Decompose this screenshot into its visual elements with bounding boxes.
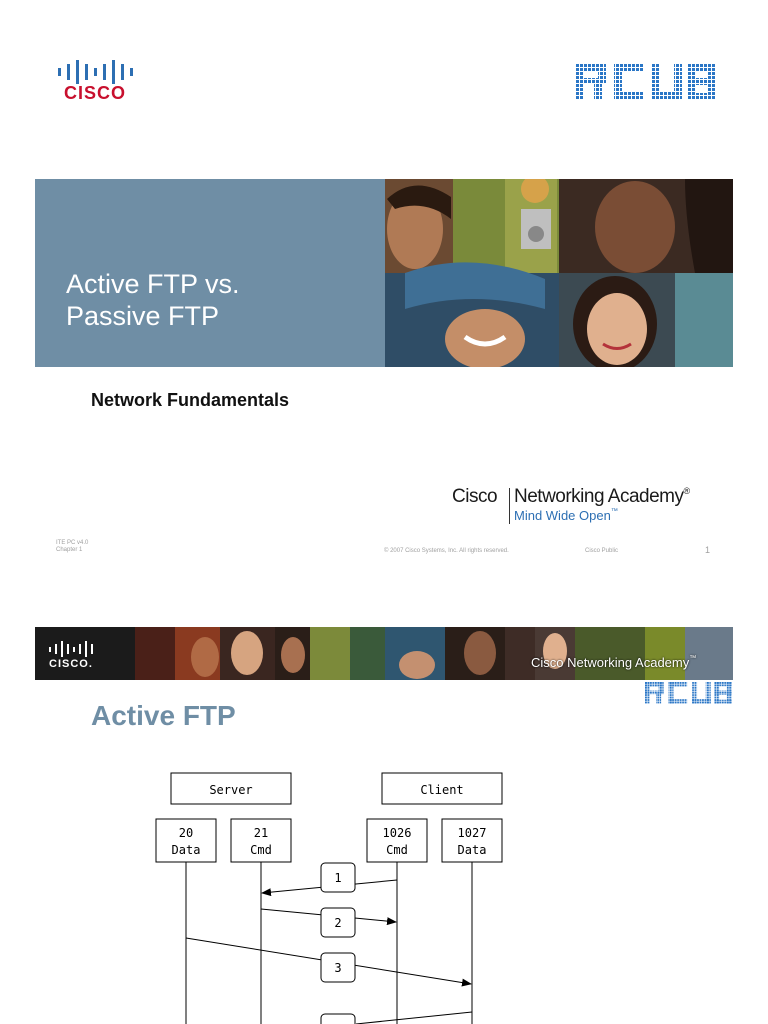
server-box — [170, 772, 292, 805]
arrow-step-4 — [355, 1011, 473, 1024]
port-number: 21 — [254, 826, 268, 840]
banner-photo-strip — [135, 627, 733, 680]
people-photo-collage — [385, 179, 733, 367]
port-box-21 — [230, 818, 292, 863]
port-box-20 — [155, 818, 217, 863]
client-label: Client — [420, 783, 463, 797]
footer-course: ITE PC v4.0 — [56, 540, 89, 546]
academy-banner: CISCO. Cisco Networking Academy™ — [35, 627, 733, 680]
banner-academy-text: Cisco Networking Academy — [531, 655, 690, 670]
trademark-mark: ™ — [610, 508, 618, 515]
banner-academy-name: Cisco Networking Academy™ — [531, 655, 696, 670]
cna-name: Networking Academy® — [514, 486, 690, 508]
server-label: Server — [209, 783, 252, 797]
cisco-logo: CISCO. — [49, 641, 93, 669]
step-label: 2 — [334, 916, 341, 930]
step-box-3 — [320, 952, 356, 983]
step-label: 3 — [334, 961, 341, 975]
cisco-networking-academy-logo: Cisco Networking Academy® Mind Wide Open… — [452, 486, 722, 528]
footer-copyright: © 2007 Cisco Systems, Inc. All rights re… — [384, 548, 509, 554]
slide-title: Active FTP vs. Passive FTP — [66, 268, 366, 332]
port-number: 1026 — [383, 826, 412, 840]
footer-classification: Cisco Public — [585, 548, 619, 554]
port-number: 1027 — [458, 826, 487, 840]
page-number: 1 — [705, 545, 711, 555]
rcub-logo — [645, 682, 732, 704]
step-label: 4 — [334, 1022, 341, 1024]
port-role: Cmd — [250, 843, 272, 857]
step-box-4 — [320, 1013, 356, 1024]
slide-title-line-2: Passive FTP — [66, 301, 220, 331]
port-box-1026 — [366, 818, 428, 863]
cisco-wordmark-white: CISCO. — [49, 658, 93, 669]
title-band — [35, 179, 385, 367]
step-box-2 — [320, 907, 356, 938]
footer-chapter: Chapter 1 — [56, 547, 83, 553]
banner-trademark: ™ — [689, 655, 697, 662]
port-box-1027 — [441, 818, 503, 863]
cna-divider — [509, 488, 510, 524]
cna-cisco-text: Cisco — [452, 486, 498, 507]
cna-tagline-text: Mind Wide Open — [514, 508, 611, 523]
port-role: Data — [458, 843, 487, 857]
step-label: 1 — [334, 871, 341, 885]
client-box — [381, 772, 503, 805]
slide-title: Active FTP — [91, 700, 236, 731]
step-box-1 — [320, 862, 356, 893]
cisco-logo: CISCO — [58, 60, 133, 102]
cna-tagline: Mind Wide Open™ — [514, 508, 618, 523]
footer-course-info: ITE PC v4.0 Chapter 1 — [56, 540, 88, 554]
active-ftp-diagram: Server Client 20 Data 21 Cmd 1026 Cmd 10… — [155, 772, 503, 1024]
port-number: 20 — [179, 826, 193, 840]
rcub-logo — [576, 64, 716, 100]
cisco-wordmark: CISCO — [64, 83, 126, 102]
port-role: Data — [172, 843, 201, 857]
slide-subtitle: Network Fundamentals — [91, 390, 290, 410]
slide-title-line-1: Active FTP vs. — [66, 269, 240, 299]
cna-name-text: Networking Academy — [514, 486, 684, 507]
port-role: Cmd — [386, 843, 408, 857]
registered-mark: ® — [683, 486, 690, 496]
